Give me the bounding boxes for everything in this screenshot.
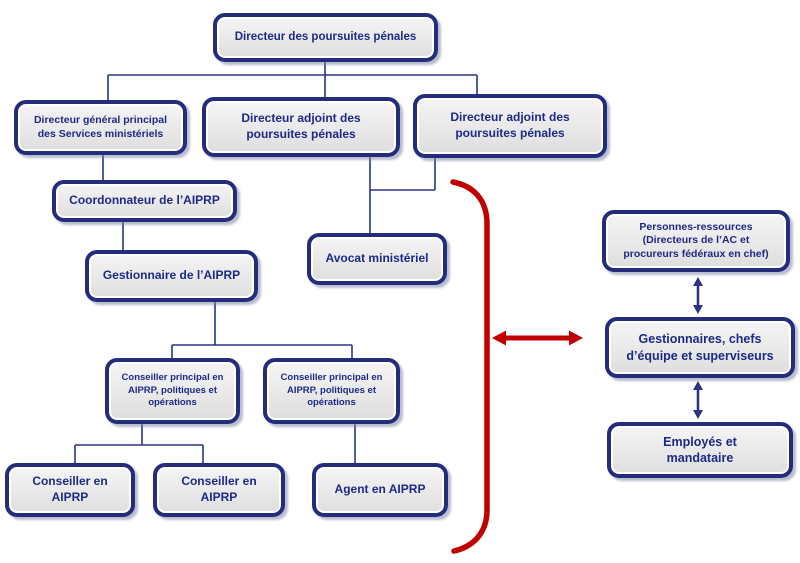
org-box-conseiller-principal-2: Conseiller principal en AIPRP, politique… — [263, 358, 400, 424]
org-box-employes-mandataire: Employés et mandataire — [607, 422, 793, 478]
blue-arrowhead-up-icon — [693, 381, 703, 390]
org-box-gestionnaires-chefs: Gestionnaires, chefs d’équipe et supervi… — [605, 317, 795, 378]
red-arrowhead-left-icon — [492, 330, 506, 346]
blue-arrowhead-down-icon — [693, 410, 703, 419]
red-brace — [450, 179, 490, 554]
blue-arrowhead-down-icon — [693, 305, 703, 314]
org-box-gestionnaire-aiprp: Gestionnaire de l’AIPRP — [85, 250, 258, 302]
org-box-agent-aiprp: Agent en AIPRP — [312, 463, 448, 517]
red-arrowhead-right-icon — [569, 330, 583, 346]
org-box-conseiller-aiprp-1: Conseiller en AIPRP — [5, 463, 135, 517]
org-box-directeur-general-principal: Directeur général principal des Services… — [14, 100, 187, 155]
org-box-avocat-ministeriel: Avocat ministériel — [307, 233, 447, 285]
org-box-directeur-adjoint-2: Directeur adjoint des poursuites pénales — [413, 94, 607, 158]
org-box-personnes-ressources: Personnes-ressources (Directeurs de l’AC… — [602, 210, 790, 272]
org-box-conseiller-aiprp-2: Conseiller en AIPRP — [153, 463, 285, 517]
blue-arrowhead-up-icon — [693, 277, 703, 286]
org-box-directeur-poursuites-penales: Directeur des poursuites pénales — [213, 13, 438, 62]
org-box-directeur-adjoint-1: Directeur adjoint des poursuites pénales — [202, 97, 400, 157]
org-box-coordonnateur-aiprp: Coordonnateur de l’AIPRP — [52, 180, 237, 222]
org-box-conseiller-principal-1: Conseiller principal en AIPRP, politique… — [105, 358, 240, 424]
